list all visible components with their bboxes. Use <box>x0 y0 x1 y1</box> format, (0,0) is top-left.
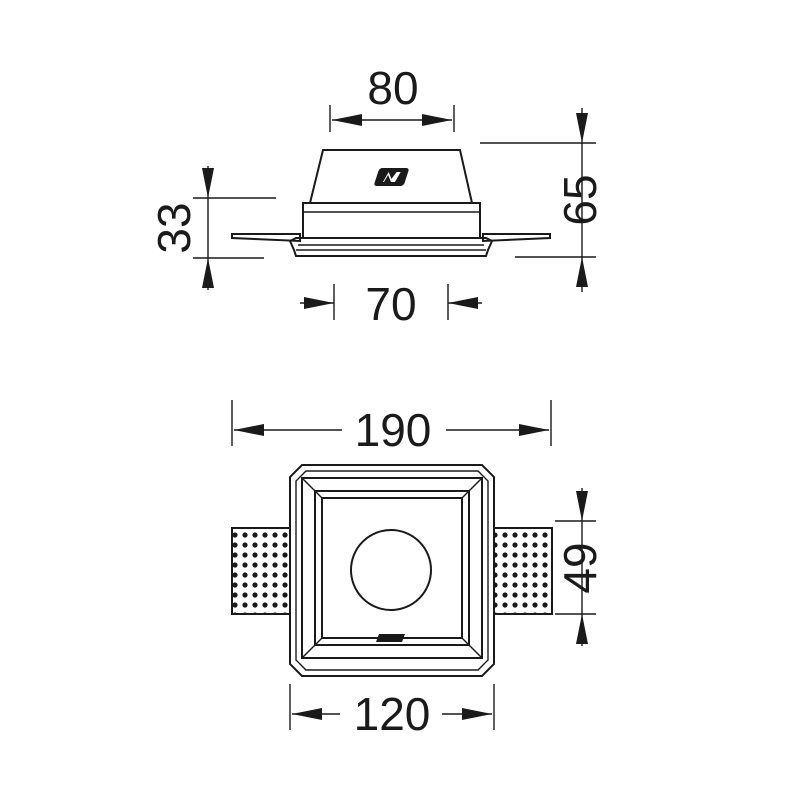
dim-overall-width-label: 190 <box>355 404 432 456</box>
dim-plan-height-label: 49 <box>554 542 606 593</box>
dim-left-height: 33 <box>148 166 276 290</box>
lamp-opening <box>350 529 432 611</box>
dim-plan-width: 120 <box>289 684 495 740</box>
left-flange <box>231 233 301 243</box>
dim-plan-width-label: 120 <box>354 688 431 740</box>
right-mesh-wing <box>485 527 553 615</box>
dim-bottom-width-label: 70 <box>365 278 416 330</box>
right-flange <box>482 233 551 243</box>
brand-logo-icon <box>374 168 409 186</box>
dim-left-height-label: 33 <box>148 202 200 253</box>
dim-bottom-width: 70 <box>300 278 482 330</box>
dim-top-width: 80 <box>329 62 455 132</box>
body-trapezoid <box>309 149 473 204</box>
inner-frame <box>301 477 483 659</box>
dim-overall-width: 190 <box>231 400 552 456</box>
dim-plan-height: 49 <box>554 488 606 646</box>
dim-right-height: 65 <box>480 108 606 292</box>
plan-view: 190 49 120 <box>231 400 606 740</box>
dim-top-width-label: 80 <box>367 62 418 114</box>
left-mesh-wing <box>231 527 299 615</box>
base-plate <box>302 202 481 239</box>
brand-logo-icon <box>376 634 405 642</box>
outer-frame <box>289 464 495 677</box>
dim-right-height-label: 65 <box>554 174 606 225</box>
bottom-rim <box>288 237 494 257</box>
side-view: 80 33 65 70 <box>148 62 606 330</box>
